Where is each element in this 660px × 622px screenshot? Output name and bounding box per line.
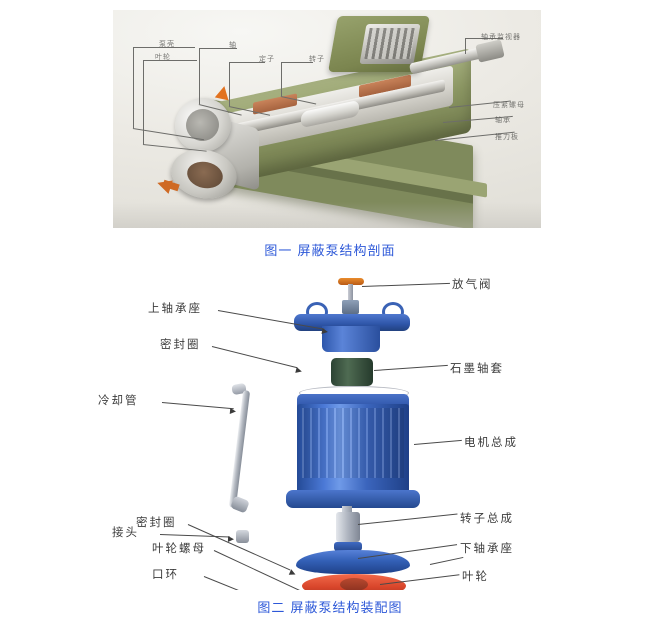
figure1-label-rotor: 转子 [309,55,325,63]
figure2-label-seal-ring-upper: 密封圈 [160,337,201,351]
leader-line [143,60,144,144]
leader-line [143,60,197,61]
motor-mount-flange [286,490,420,508]
leader-arrowhead-icon [321,328,329,335]
figure1-photo-shadow [113,202,541,228]
impeller-hub [340,578,368,590]
figure2-label-rotor-assembly: 转子总成 [460,511,514,525]
motor-assembly-body [297,404,409,498]
figure2-label-seal-ring-lower: 密封圈 [136,515,177,529]
leader-line [211,346,298,369]
leader-line [159,534,230,538]
graphite-sleeve-part [331,358,373,386]
leader-line [133,47,134,128]
leader-line [281,62,282,96]
leader-line [429,556,464,565]
leader-arrowhead-icon [288,569,297,578]
leader-line [229,62,230,106]
figure2-label-vent-valve: 放气阀 [452,277,493,291]
figure2-label-upper-bearing-seat: 上轴承座 [148,301,202,315]
figure1-label-bearing-monitor: 轴承监视器 [481,33,521,41]
figure2-caption: 图二 屏蔽泵结构装配图 [257,601,403,616]
figure1-image: 泵壳 叶轮 轴 定子 转子 轴承监视器 压紧螺母 轴承 推力板 [113,10,541,228]
figure2-label-graphite-sleeve: 石墨轴套 [450,361,504,375]
connector-part [236,530,249,543]
leader-line [229,62,265,63]
motor-cooling-fins [302,408,404,478]
figure1-label-shaft: 轴 [229,41,237,49]
leader-line [413,439,462,445]
figure2-label-impeller-nut: 叶轮螺母 [152,541,206,555]
leader-line [357,513,458,525]
rotor-assembly-body [336,512,360,542]
leader-line [281,62,313,63]
vent-valve-handwheel [338,278,364,285]
leader-line [465,38,503,39]
leader-line [361,282,450,287]
figure2-label-connector: 接头 [112,525,139,539]
figure2-label-cooling-pipe: 冷却管 [98,393,139,407]
leader-line [199,48,237,49]
figure1-caption: 图一 屏蔽泵结构剖面 [264,244,396,259]
cooling-pipe-bottom-bend [230,495,250,514]
leader-line [161,402,234,410]
leader-arrowhead-icon [229,408,237,415]
figure1-label-lock-nut: 压紧螺母 [493,101,525,109]
leader-line [133,47,195,48]
upper-bearing-seat-neck [322,326,380,352]
figure1-label-thrust-plate: 推力板 [495,133,519,141]
figure1-label-impeller: 叶轮 [155,53,171,61]
leader-line [465,38,466,54]
figure1-label-pump-casing: 泵壳 [159,40,175,48]
leader-arrowhead-icon [295,367,303,375]
figure2-label-impeller: 叶轮 [462,569,489,583]
bearing-monitor-terminals [364,28,416,59]
figure2-image: 上轴承座 密封圈 冷却管 接头 密封圈 叶轮螺母 口环 放气阀 石墨轴套 电机总… [90,262,570,590]
rotor-assembly-collar [334,542,362,551]
figure1-label-bearing: 轴承 [495,116,511,124]
leader-line [199,48,200,104]
vent-valve-stem [348,284,353,304]
leader-line [373,364,448,371]
figure2-label-wear-ring: 口环 [152,567,179,581]
figure1-label-stator: 定子 [259,55,275,63]
figure2-label-lower-bearing-seat: 下轴承座 [460,541,514,555]
figure2-label-motor-assembly: 电机总成 [464,435,518,449]
vent-valve-body [342,300,359,314]
